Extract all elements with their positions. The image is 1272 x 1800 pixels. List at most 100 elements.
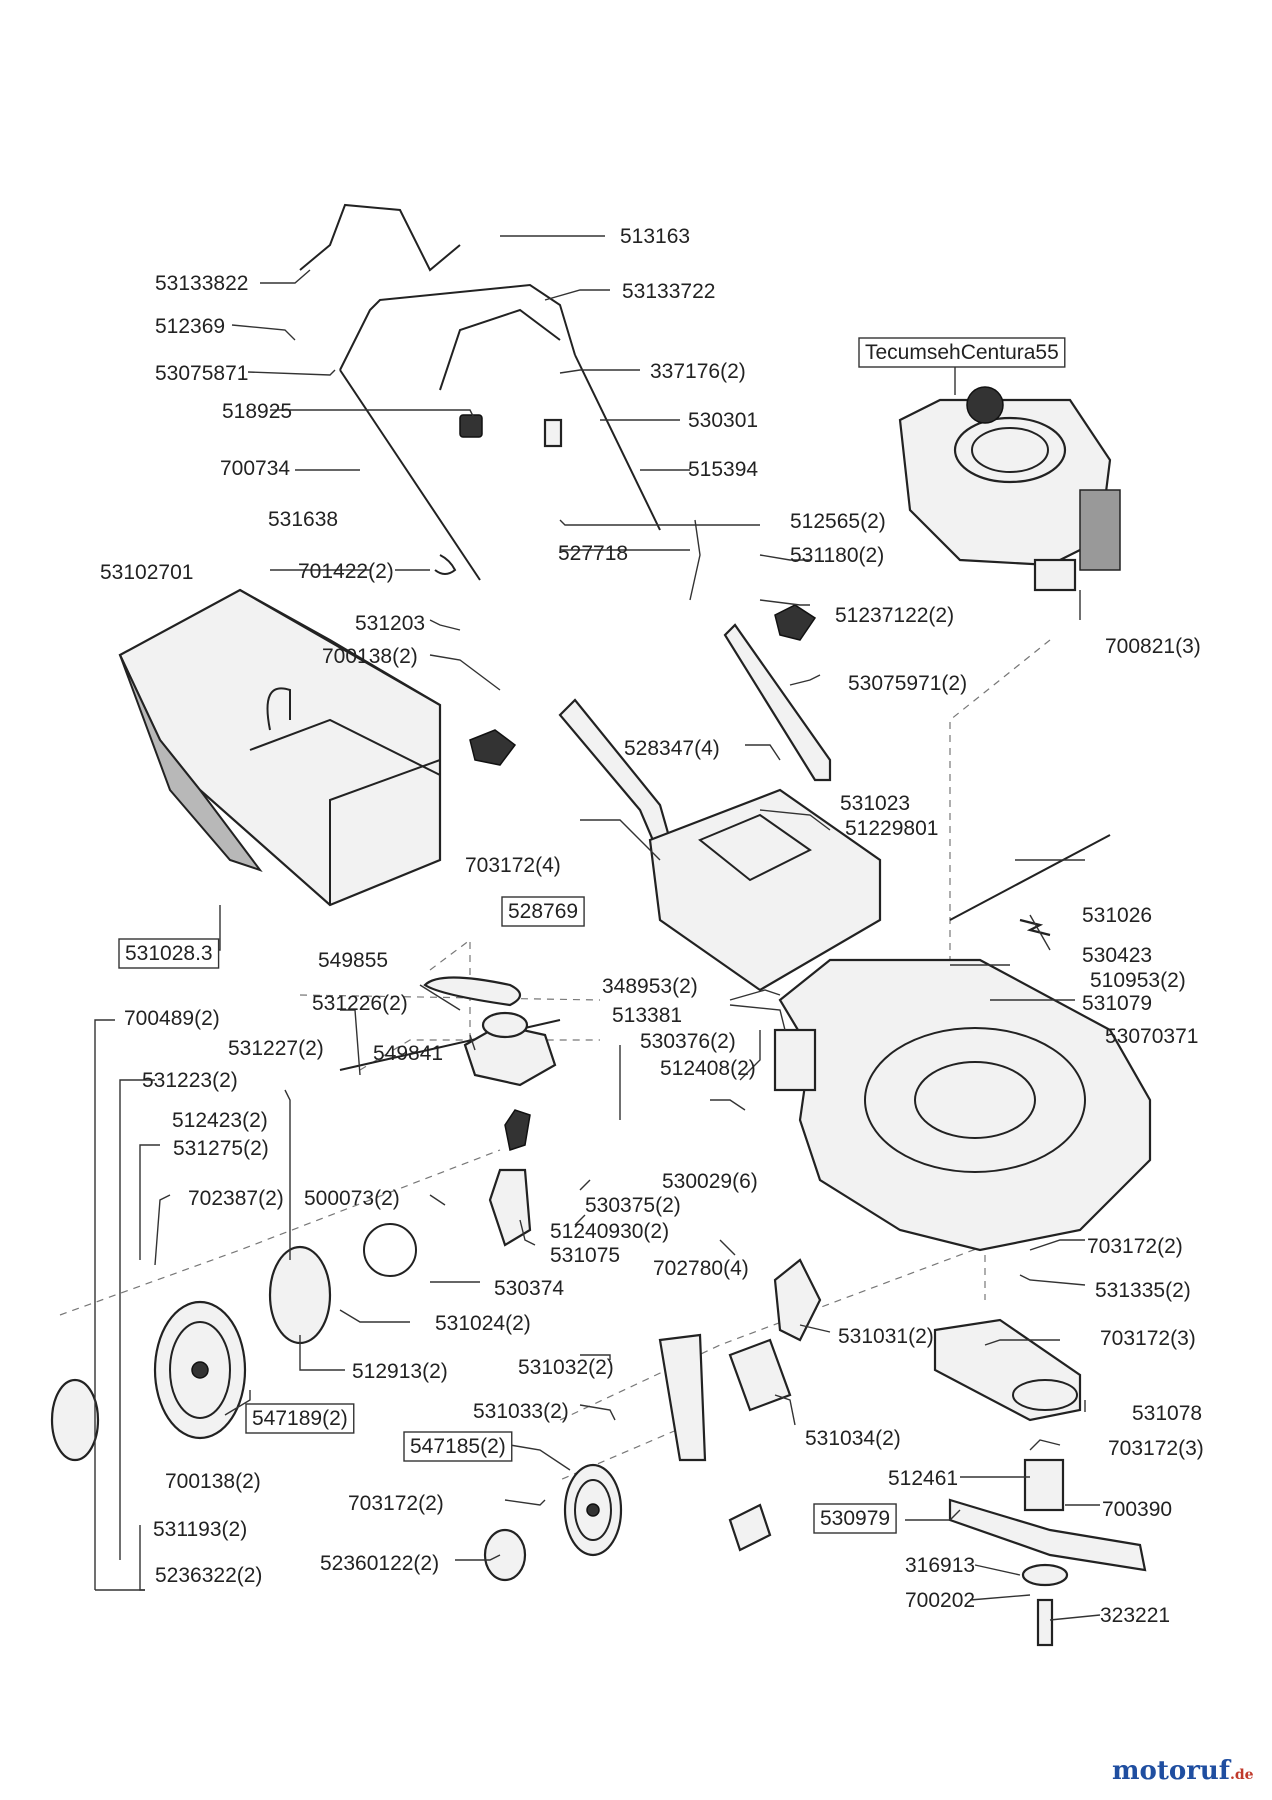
part-label-l51: 531075 [550,1244,620,1267]
part-label-l41: 530376(2) [640,1030,736,1053]
part-label-l02: 53133822 [155,272,248,295]
part-label-l31: 510953(2) [1090,969,1186,992]
part-label-l45: 531275(2) [173,1137,269,1160]
part-label-l16: 53102701 [100,561,193,584]
upper-handle [339,283,576,371]
side-deflector [728,1503,772,1552]
part-label-l74: 316913 [905,1554,975,1577]
rear-wheel-gear [268,1245,332,1345]
part-label-l04: 512369 [155,315,225,338]
upper-handle-clip [299,203,461,272]
lower-handle-bar-right [574,354,661,531]
part-label-l77: 323221 [1100,1604,1170,1627]
lower-handle-bar [339,369,481,581]
height-lever-left [558,698,672,847]
part-label-l62: 547189(2) [252,1407,348,1430]
part-label-l58: 703172(3) [1100,1327,1196,1350]
part-label-l57: 531031(2) [838,1325,934,1348]
part-label-l13: 512565(2) [790,510,886,533]
part-label-l14: 527718 [558,542,628,565]
part-label-l37: 700489(2) [124,1007,220,1030]
part-label-l08: 518925 [222,400,292,423]
part-label-l49: 530375(2) [585,1194,681,1217]
part-label-l46: 530029(6) [662,1170,758,1193]
part-label-l42: 531223(2) [142,1069,238,1092]
spring [1019,918,1051,937]
watermark-suffix: .de [1230,1767,1254,1783]
cable-clip [543,418,563,448]
front-axle-bracket [658,1333,707,1462]
part-label-l17: 701422(2) [298,560,394,583]
hub-cap-rear [50,1378,100,1462]
part-label-l33: 348953(2) [602,975,698,998]
label-box-l62 [245,1403,355,1434]
part-label-l59: 531032(2) [518,1356,614,1379]
part-label-l68: 512461 [888,1467,958,1490]
part-label-l54: 530374 [494,1277,564,1300]
part-label-l09: 530301 [688,409,758,432]
rear-wheel-left [153,1300,247,1440]
part-label-l35: 531226(2) [312,992,408,1015]
part-label-l48: 500073(2) [304,1187,400,1210]
part-label-l66: 703172(3) [1108,1437,1204,1460]
part-label-l12: 531638 [268,508,338,531]
engine [898,386,1121,592]
part-label-l65: 547185(2) [410,1435,506,1458]
watermark-main: motoruf [1112,1756,1230,1786]
drive-bracket [488,1168,532,1247]
part-label-l22: 53075971(2) [848,672,967,695]
part-label-l26: 703172(4) [465,854,561,877]
rear-cover [648,788,882,992]
upper-handle-inner [439,308,561,391]
part-label-l29: 530423 [1082,944,1152,967]
part-label-l06: 337176(2) [650,360,746,383]
knob-left [469,729,517,766]
wheel-mount [728,1338,792,1412]
part-label-l50: 51240930(2) [550,1220,669,1243]
part-label-l28: 528769 [508,900,578,923]
part-label-l75: 5236322(2) [155,1564,262,1587]
part-label-l67: 700138(2) [165,1470,261,1493]
drive-lever [504,1109,531,1151]
front-wheel [563,1463,623,1557]
part-label-l34: 531079 [1082,992,1152,1015]
part-label-l32: 549855 [318,949,388,972]
part-label-l10: 700734 [220,457,290,480]
part-label-l60: 512913(2) [352,1360,448,1383]
part-label-l52: 703172(2) [1087,1235,1183,1258]
part-label-l21: 700138(2) [322,645,418,668]
grass-catcher [118,588,442,907]
part-label-l70: 700390 [1102,1498,1172,1521]
part-label-l03: 53133722 [622,280,715,303]
part-label-l64: 531034(2) [805,1427,901,1450]
height-lever-right [723,623,832,782]
part-label-l76: 700202 [905,1589,975,1612]
drive-belt [423,976,522,1007]
part-label-l56: 531024(2) [435,1312,531,1335]
part-illustrations [50,203,1152,1647]
part-label-l27: 531026 [1082,904,1152,927]
label-box-l72 [813,1503,897,1534]
height-selector [773,1258,822,1342]
part-label-l38: 53070371 [1105,1025,1198,1048]
knob-right [774,604,817,641]
blade-bolt [1036,1598,1054,1647]
part-label-l07: TecumsehCentura55 [865,341,1059,364]
part-label-l20: 700821(3) [1105,635,1201,658]
part-label-l73: 52360122(2) [320,1552,439,1575]
part-label-l11: 515394 [688,458,758,481]
part-label-l15: 531180(2) [790,544,884,567]
part-label-l18: 51237122(2) [835,604,954,627]
part-label-l63: 531033(2) [473,1400,569,1423]
part-label-l44: 512423(2) [172,1109,268,1132]
part-label-l61: 531078 [1132,1402,1202,1425]
label-box-l30 [118,938,220,969]
leader-lines [94,235,1101,1621]
part-label-l53: 702780(4) [653,1257,749,1280]
part-label-l43: 512408(2) [660,1057,756,1080]
part-label-l69: 703172(2) [348,1492,444,1515]
part-label-l72: 530979 [820,1507,890,1530]
blade-adapter [1023,1458,1065,1512]
part-label-l23: 528347(4) [624,737,720,760]
